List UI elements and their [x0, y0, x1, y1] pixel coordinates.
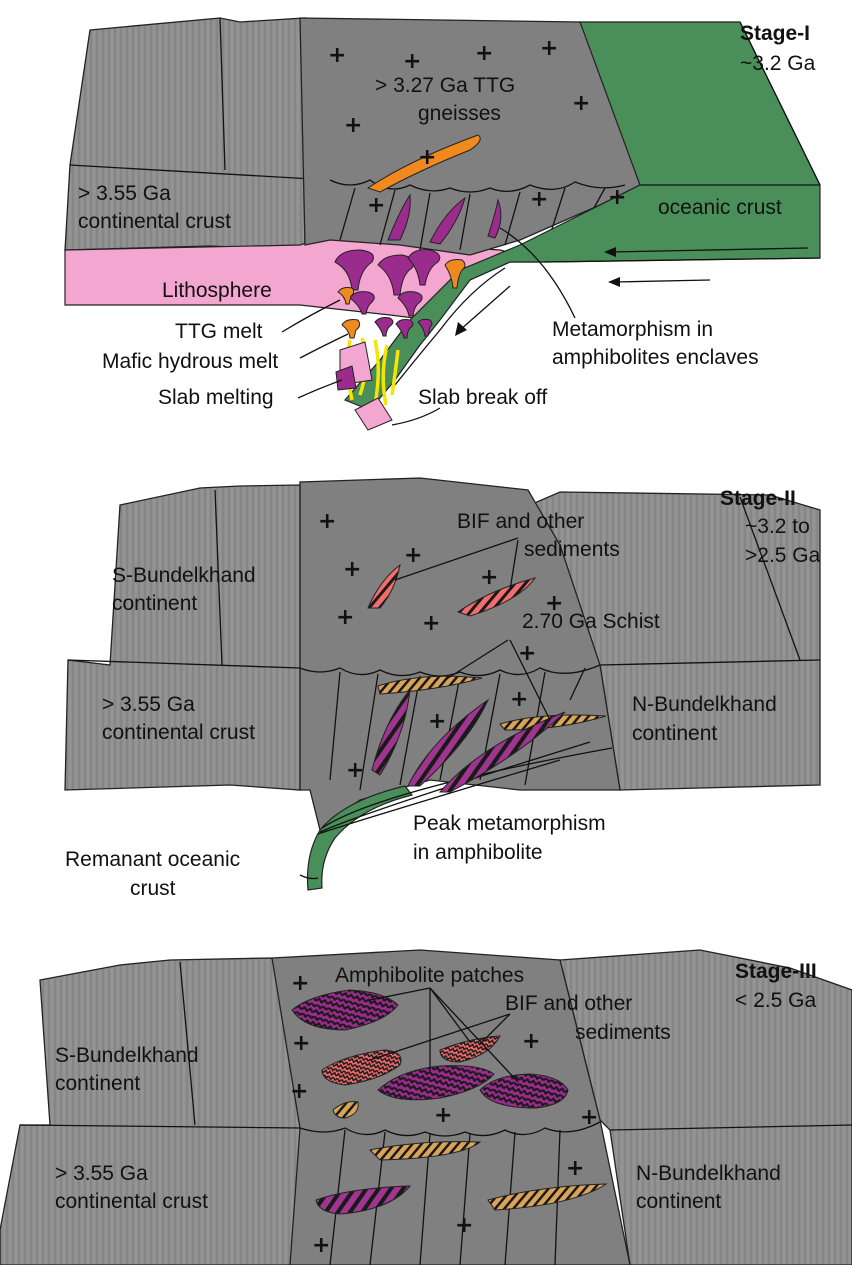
svg-text:+: + [418, 145, 436, 170]
svg-text:+: + [566, 1156, 584, 1181]
peak-metamorphism-label: Peak metamorphism [413, 812, 606, 835]
amphibolite-patches-label: Amphibolite patches [335, 964, 524, 987]
metamorphism-label: amphibolites enclaves [552, 346, 759, 369]
bif-label: BIF and other [457, 510, 584, 533]
continental-crust-label: > 3.55 Ga [78, 182, 171, 205]
svg-text:+: + [343, 557, 361, 582]
svg-text:+: + [428, 709, 446, 734]
svg-text:+: + [318, 509, 336, 534]
svg-text:+: + [480, 565, 498, 590]
n-bundelkhand-label: N-Bundelkhand [636, 1162, 781, 1185]
svg-text:+: + [455, 1213, 473, 1238]
lithosphere-label: Lithosphere [162, 279, 272, 302]
svg-text:+: + [367, 193, 385, 218]
stage-2-title: Stage-II [720, 487, 796, 510]
svg-text:+: + [292, 1031, 310, 1056]
metamorphism-label: Metamorphism in [552, 318, 713, 341]
svg-text:+: + [475, 41, 493, 66]
stage-2-age: ~3.2 to [745, 515, 810, 538]
bif-label: BIF and other [505, 992, 632, 1015]
svg-text:+: + [510, 687, 528, 712]
schist-label: 2.70 Ga Schist [522, 610, 660, 633]
oceanic-crust-label: oceanic crust [658, 196, 782, 219]
mafic-melt-label: Mafic hydrous melt [102, 350, 278, 373]
svg-text:+: + [434, 1103, 452, 1128]
ttg-gneiss-label: gneisses [418, 102, 501, 125]
stage-3-title: Stage-III [735, 960, 817, 983]
s-bundelkhand-label: continent [112, 592, 197, 615]
svg-text:+: + [580, 1105, 598, 1130]
svg-text:+: + [291, 971, 309, 996]
svg-text:+: + [346, 758, 364, 783]
svg-text:+: + [522, 1029, 540, 1054]
svg-text:+: + [540, 36, 558, 61]
slab-break-label: Slab break off [418, 386, 547, 409]
svg-text:+: + [572, 91, 590, 116]
peak-metamorphism-label: in amphibolite [413, 841, 543, 864]
remnant-oceanic-label: crust [130, 877, 176, 900]
s-bundelkhand-block [65, 485, 300, 790]
s-bundelkhand-label: continent [55, 1072, 140, 1095]
svg-text:+: + [344, 113, 362, 138]
svg-text:+: + [404, 543, 422, 568]
s-bundelkhand-block [0, 958, 300, 1265]
svg-text:+: + [336, 605, 354, 630]
svg-text:+: + [518, 641, 536, 666]
bif-label: sediments [524, 538, 620, 561]
ttg-gneiss-label: > 3.27 Ga TTG [375, 74, 515, 97]
svg-text:+: + [328, 43, 346, 68]
continental-crust-label: continental crust [102, 721, 255, 744]
remnant-oceanic-label: Remanant oceanic [65, 848, 240, 871]
stage-1-panel: Stage-I ~3.2 Ga > 3.27 Ga TTG gneisses >… [65, 18, 820, 430]
svg-text:+: + [290, 1079, 308, 1104]
stage-1-title: Stage-I [740, 22, 810, 45]
slab-melting-piece [336, 366, 356, 390]
svg-text:+: + [403, 49, 421, 74]
stage-1-age: ~3.2 Ga [740, 52, 816, 75]
continental-crust-label: continental crust [55, 1190, 208, 1213]
continental-crust-label: > 3.55 Ga [102, 693, 195, 716]
svg-text:+: + [608, 185, 626, 210]
n-bundelkhand-label: continent [632, 722, 717, 745]
s-bundelkhand-label: S-Bundelkhand [112, 564, 256, 587]
stage-3-panel: Stage-III < 2.5 Ga Amphibolite patches B… [0, 950, 852, 1265]
ttg-melt-label: TTG melt [175, 320, 263, 343]
svg-text:+: + [530, 187, 548, 212]
s-bundelkhand-label: S-Bundelkhand [55, 1044, 199, 1067]
svg-text:+: + [312, 1233, 330, 1258]
stage-3-age: < 2.5 Ga [735, 989, 816, 1012]
svg-text:+: + [422, 611, 440, 636]
slab-melting-label: Slab melting [158, 386, 274, 409]
continental-crust-label: continental crust [78, 210, 231, 233]
n-bundelkhand-label: N-Bundelkhand [632, 693, 777, 716]
stage-2-panel: Stage-II ~3.2 to >2.5 Ga BIF and other s… [65, 478, 821, 900]
continental-crust-label: > 3.55 Ga [55, 1162, 148, 1185]
n-bundelkhand-label: continent [636, 1190, 721, 1213]
stage-2-age: >2.5 Ga [745, 544, 821, 567]
bif-label: sediments [575, 1021, 671, 1044]
svg-text:+: + [545, 591, 563, 616]
